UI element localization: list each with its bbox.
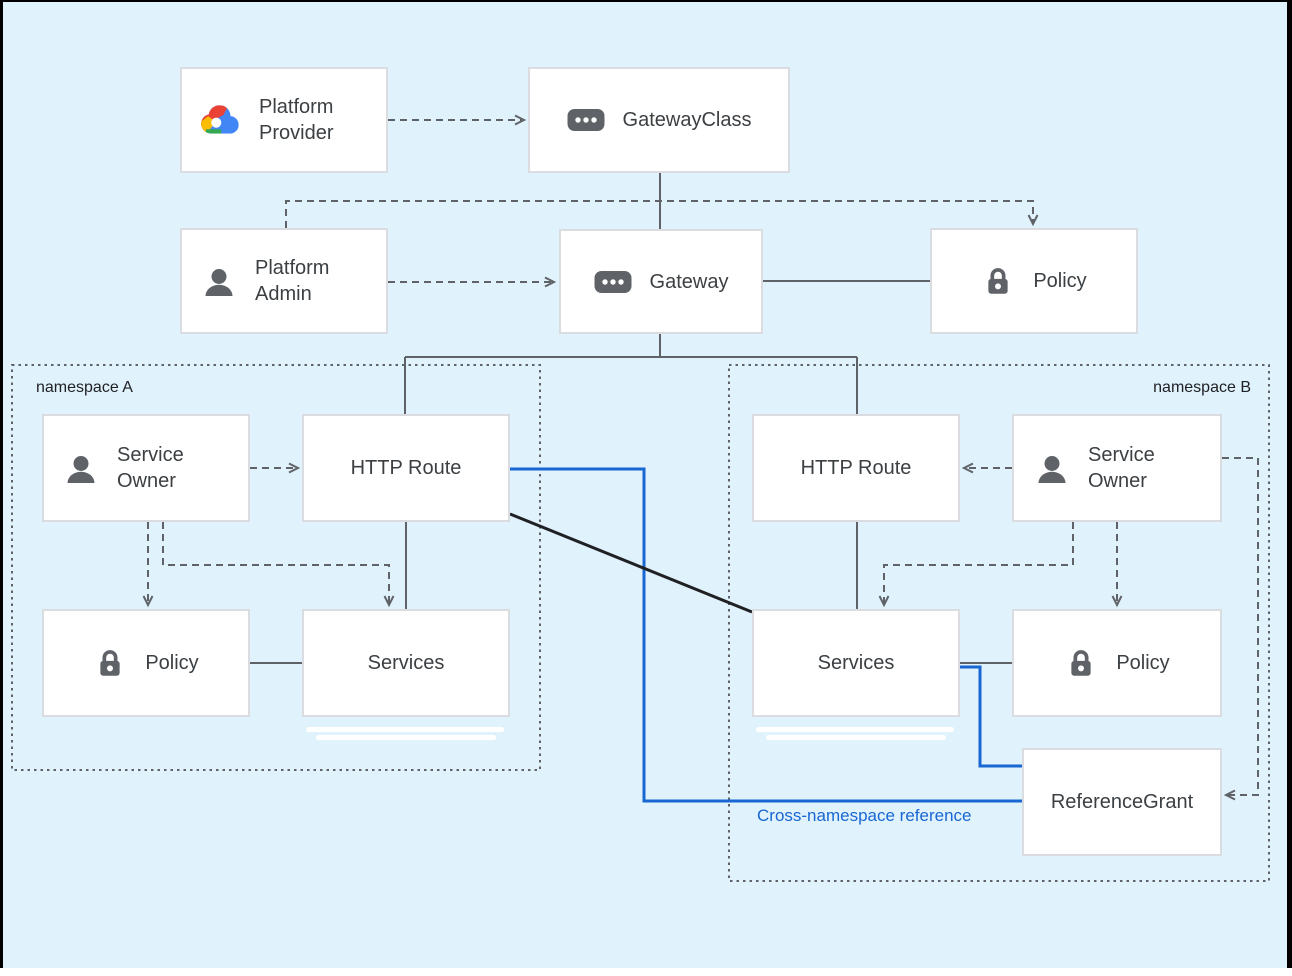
node-service-owner-b: Service Owner: [1012, 414, 1222, 522]
lock-icon: [1064, 646, 1098, 680]
node-label: Platform Provider: [259, 96, 334, 144]
node-label: Policy: [145, 652, 199, 674]
node-policy-a: Policy: [42, 609, 250, 717]
node-http-route-a: HTTP Route: [302, 414, 510, 522]
resource-chip-icon: [594, 270, 632, 294]
person-icon: [63, 450, 99, 486]
node-label: HTTP Route: [800, 457, 912, 479]
node-services-b: Services: [752, 609, 960, 717]
blue-httproute-a-referencegrant: [510, 467, 1022, 803]
node-reference-grant: ReferenceGrant: [1022, 748, 1222, 856]
dash-owner-a-services-a: [162, 522, 395, 608]
google-cloud-logo-icon: [197, 103, 241, 138]
node-platform-admin: Platform Admin: [180, 228, 388, 334]
conn-gateway-httproutes: [404, 334, 858, 414]
node-label: Gateway: [649, 270, 729, 293]
node-policy-top: Policy: [930, 228, 1138, 334]
node-label: Platform Admin: [255, 257, 330, 305]
namespace-b-label: namespace B: [1153, 379, 1251, 396]
node-policy-b: Policy: [1012, 609, 1222, 717]
node-label: HTTP Route: [350, 457, 462, 479]
node-label: Services: [367, 652, 445, 674]
dash-owner-b-services-b: [878, 522, 1074, 608]
lock-icon: [981, 264, 1015, 298]
lock-icon: [93, 646, 127, 680]
node-gateway: Gateway: [559, 229, 763, 334]
node-service-owner-a: Service Owner: [42, 414, 250, 522]
person-icon: [201, 263, 237, 299]
node-label: Services: [817, 652, 895, 674]
black-httproute-a-services-b: [509, 512, 753, 614]
node-http-route-b: HTTP Route: [752, 414, 960, 522]
resource-chip-icon: [567, 108, 605, 132]
namespace-a-label: namespace A: [36, 379, 133, 396]
services-b-stack-line: [756, 727, 954, 732]
namespace-b-border: [728, 364, 1270, 882]
node-label: Policy: [1033, 270, 1087, 292]
dash-admin-policy: [285, 200, 1039, 228]
node-label: ReferenceGrant: [1050, 791, 1194, 813]
services-a-stack-line: [316, 735, 496, 740]
node-label: Service Owner: [117, 444, 184, 492]
blue-services-b-referencegrant: [960, 665, 1022, 768]
node-platform-provider: Platform Provider: [180, 67, 388, 173]
dash-owner-b-referencegrant: [1222, 457, 1259, 801]
node-label: Service Owner: [1088, 444, 1155, 492]
node-services-a: Services: [302, 609, 510, 717]
namespace-a-border: [11, 364, 541, 771]
services-a-stack-line: [306, 727, 504, 732]
node-label: Policy: [1116, 652, 1170, 674]
cross-namespace-reference-label: Cross-namespace reference: [757, 806, 972, 825]
node-gateway-class: GatewayClass: [528, 67, 790, 173]
person-icon: [1034, 450, 1070, 486]
node-label: GatewayClass: [622, 109, 752, 131]
services-b-stack-line: [766, 735, 946, 740]
